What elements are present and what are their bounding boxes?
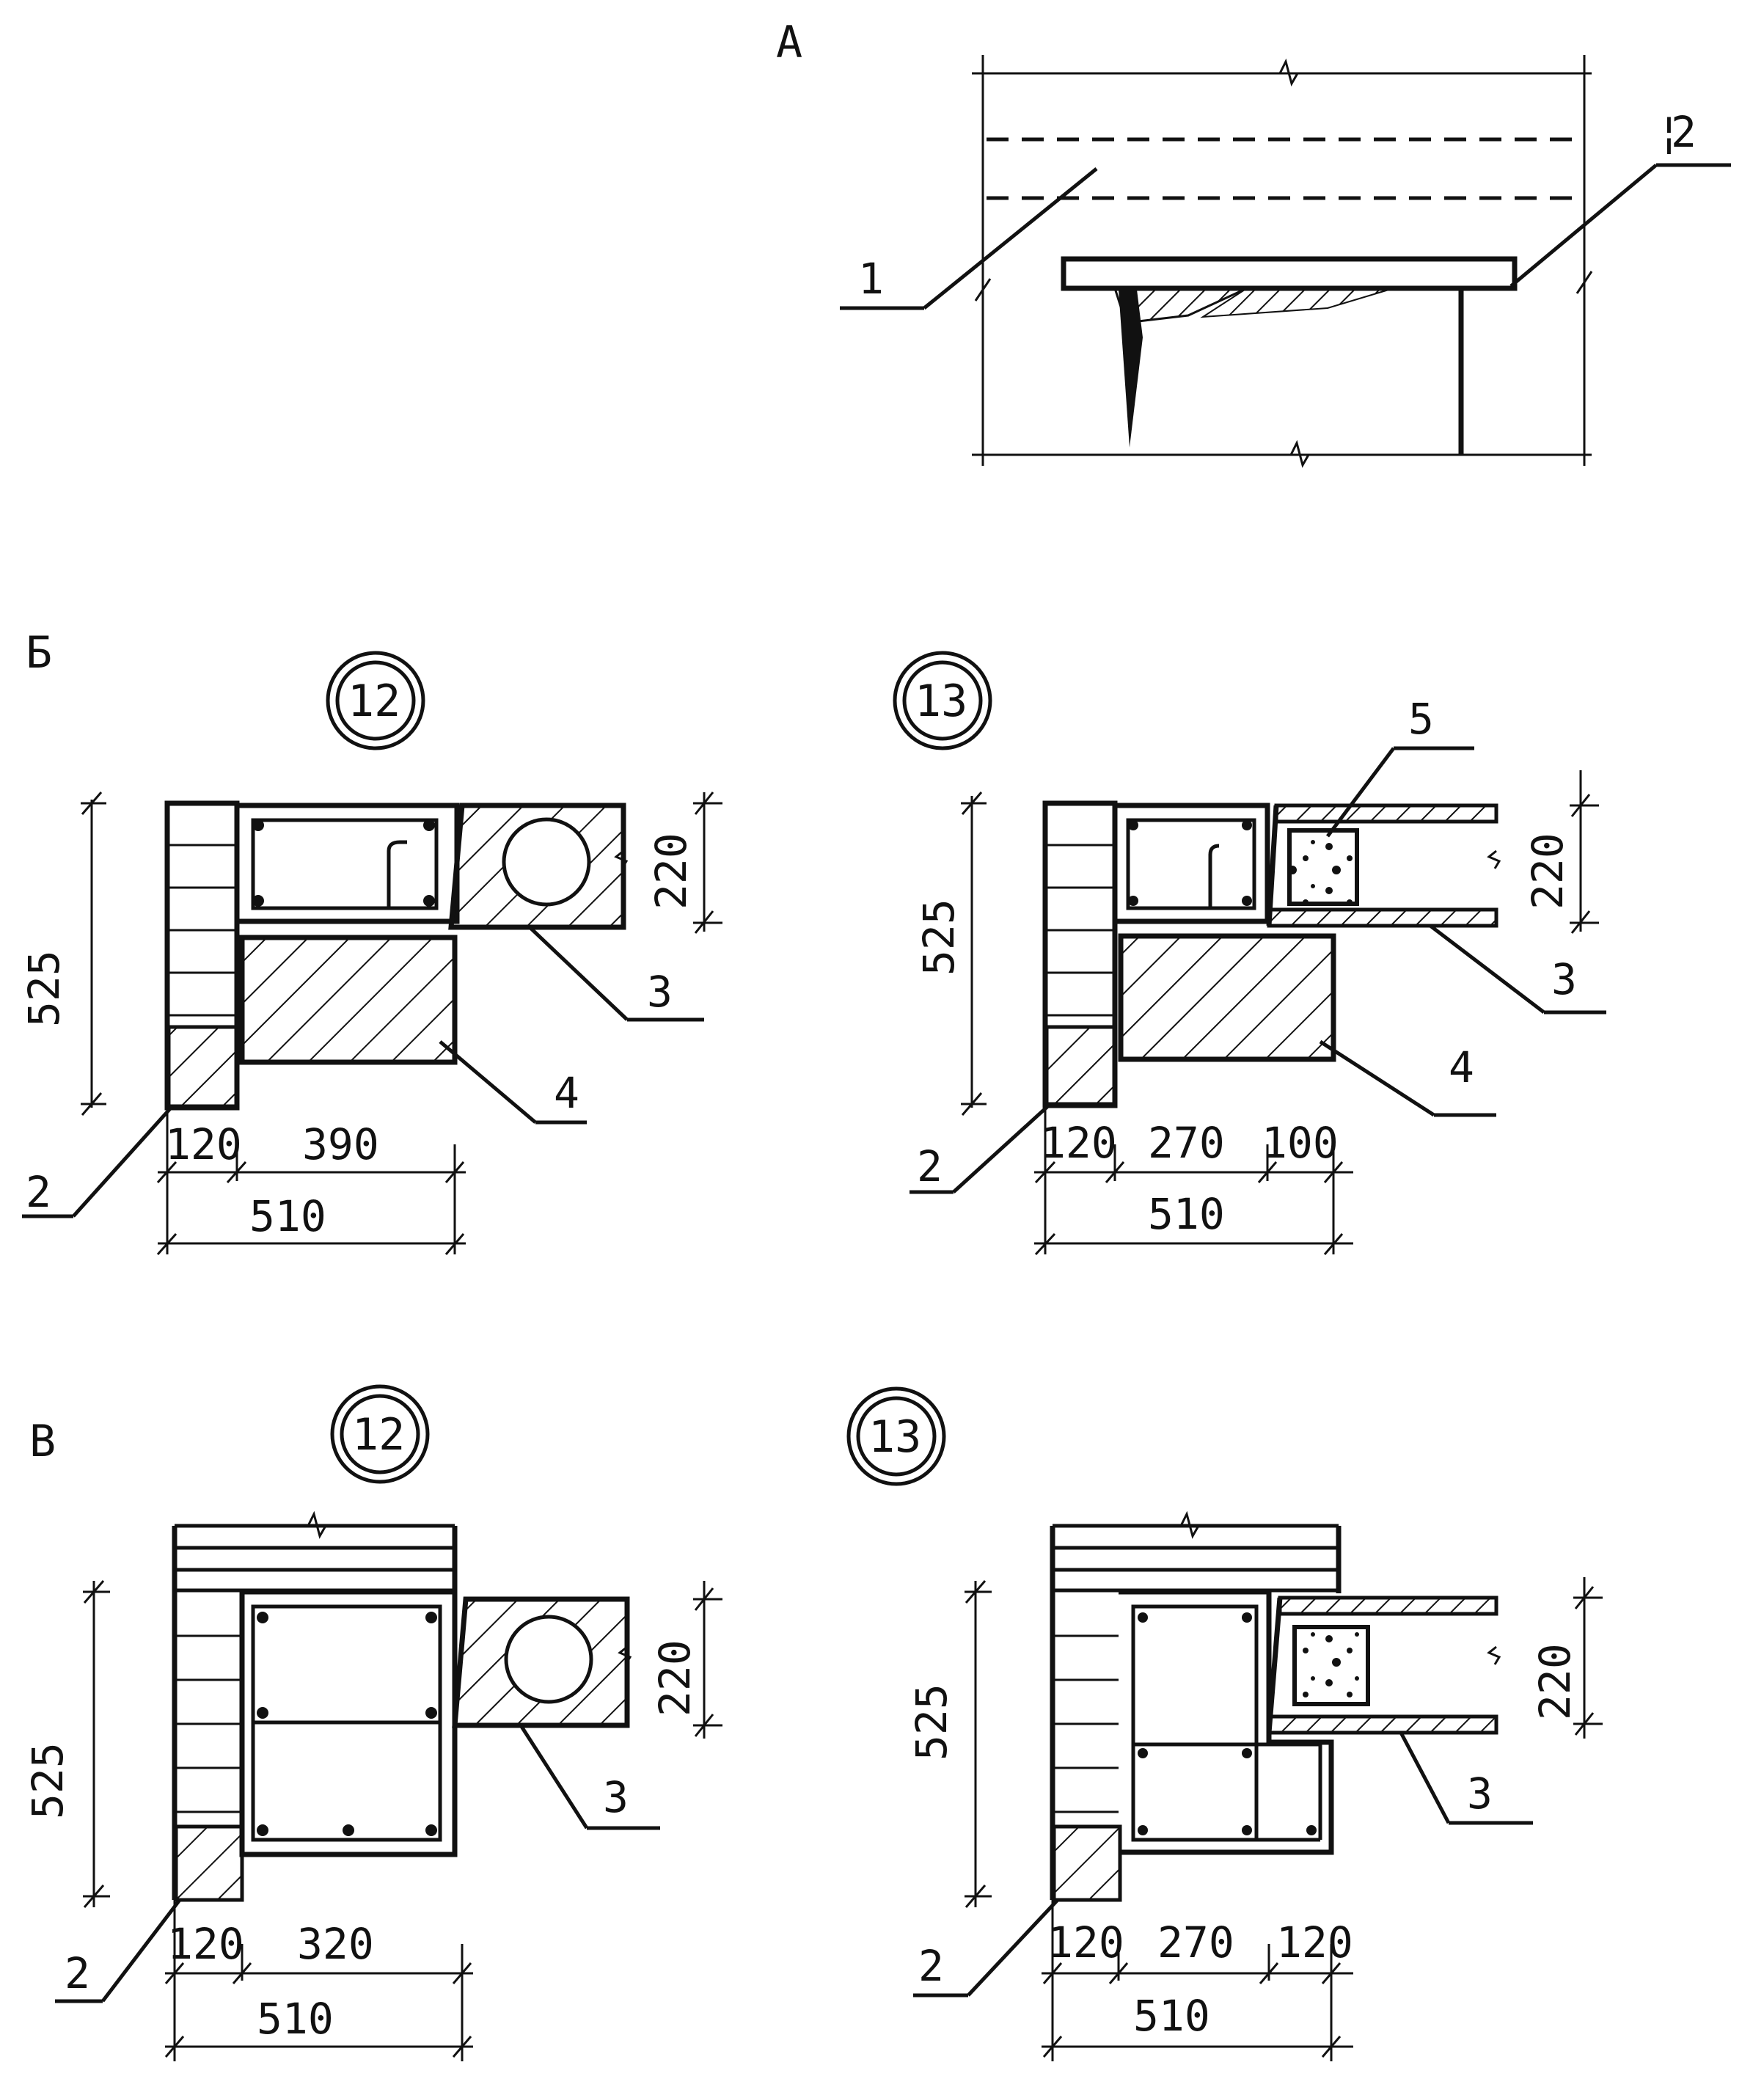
panel-c-right-circle: 13	[868, 1411, 921, 1463]
panel-b-right-circle: 13	[915, 676, 967, 727]
panel-b-title: Б	[26, 627, 52, 679]
panel-b-left-callout-3: 3	[647, 967, 673, 1017]
panel-c-left: 12 525	[23, 1384, 722, 2061]
panel-c-right-total: 510	[1133, 1991, 1210, 2041]
panel-c-left-height: 525	[23, 1742, 73, 1819]
panel-c-right-slab: 220	[1530, 1643, 1580, 1720]
panel-c-right-height: 525	[907, 1684, 956, 1761]
panel-b-left-height: 525	[19, 950, 69, 1027]
panel-b-left-circle: 12	[348, 676, 400, 727]
panel-c-left-slab: 220	[650, 1640, 700, 1717]
panel-c-left-circle: 12	[352, 1409, 405, 1461]
panel-c-left-callout-2: 2	[65, 1948, 90, 1998]
panel-b-left-dim-2: 390	[302, 1119, 379, 1169]
panel-b-left-callout-4: 4	[554, 1068, 579, 1118]
panel-b-left-callout-2: 2	[26, 1167, 51, 1217]
panel-b-right-slab: 220	[1523, 833, 1573, 910]
panel-a-callout-2: 2	[1671, 107, 1697, 157]
panel-b-left-total: 510	[249, 1191, 326, 1241]
panel-c-right-dim-2: 270	[1157, 1918, 1234, 1967]
svg-text:¦: ¦	[1656, 107, 1682, 157]
panel-b-left: 12 525 220	[19, 651, 722, 1255]
panel-c-left-total: 510	[257, 1994, 334, 2044]
panel-b-right-callout-2: 2	[917, 1141, 943, 1191]
panel-b-left-slab: 220	[646, 833, 696, 910]
panel-c-left-callout-3: 3	[603, 1772, 629, 1822]
panel-c-right: 13 525	[846, 1386, 1603, 2061]
panel-b-right-dim-1: 120	[1040, 1118, 1117, 1168]
panel-a-title: А	[776, 17, 802, 68]
panel-c-right-callout-3: 3	[1467, 1769, 1493, 1819]
panel-c-left-dim-2: 320	[297, 1919, 374, 1969]
panel-b-right-callout-5: 5	[1408, 694, 1434, 744]
panel-b-right-dim-3: 100	[1262, 1118, 1339, 1168]
panel-c-title: В	[29, 1416, 56, 1467]
panel-b-right-height: 525	[914, 899, 964, 976]
panel-c-left-dim-1: 120	[167, 1919, 244, 1969]
panel-b-right-callout-3: 3	[1551, 954, 1577, 1004]
panel-a: А 1 2 ¦	[776, 17, 1731, 468]
panel-b-right-total: 510	[1148, 1189, 1225, 1239]
panel-b-right: 13 525 220	[893, 651, 1606, 1256]
panel-b-right-dim-2: 270	[1148, 1118, 1225, 1168]
panel-b-left-dim-1: 120	[165, 1119, 242, 1169]
panel-c-right-dim-3: 120	[1276, 1918, 1353, 1967]
panel-b-right-callout-4: 4	[1449, 1042, 1474, 1092]
panel-a-callout-1: 1	[858, 254, 884, 304]
panel-c-right-callout-2: 2	[918, 1941, 944, 1991]
panel-c-right-dim-1: 120	[1047, 1918, 1124, 1967]
